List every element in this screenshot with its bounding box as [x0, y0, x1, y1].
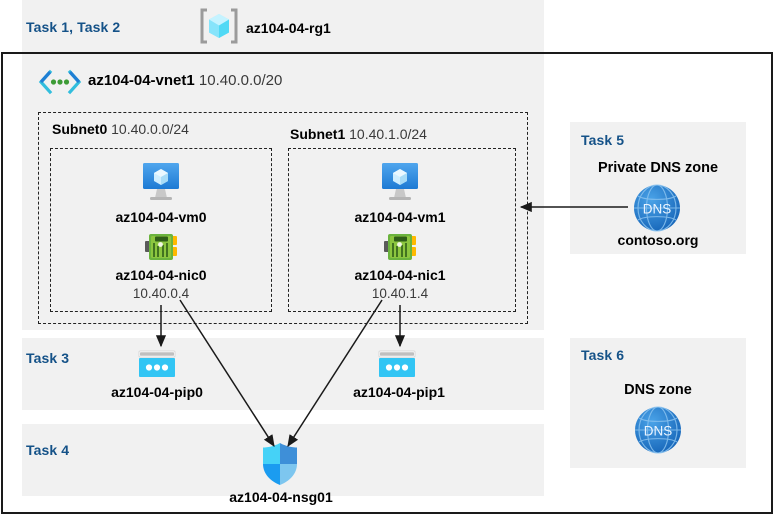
vm0-name: az104-04-vm0: [115, 209, 207, 225]
resource-group-icon: [200, 8, 238, 44]
task3-panel: [22, 338, 544, 410]
resource-group-name: az104-04-rg1: [246, 20, 331, 36]
vnet-heading: az104-04-vnet1 10.40.0.0/20: [88, 72, 282, 89]
network-interface-icon: [382, 232, 418, 264]
network-interface-icon: [143, 232, 179, 264]
nsg-name: az104-04-nsg01: [229, 489, 333, 505]
virtual-network-icon: [38, 69, 82, 95]
network-security-group-icon: [261, 442, 299, 486]
subnet1-box: [288, 148, 516, 312]
nic1-ip: 10.40.1.4: [371, 286, 429, 301]
pip1-name: az104-04-pip1: [353, 384, 445, 400]
nic0-ip: 10.40.0.4: [132, 286, 190, 301]
dns-icon-text: DNS: [643, 202, 672, 217]
virtual-machine-icon: [376, 160, 424, 204]
subnets-container: [38, 112, 528, 324]
vnet-address-space: 10.40.0.0/20: [198, 72, 283, 89]
task-label-task6: Task 6: [581, 347, 625, 363]
vnet-panel: [22, 54, 544, 330]
task-label-task3: Task 3: [26, 350, 70, 366]
dns-icon-text: DNS: [644, 424, 673, 439]
task-label-task5: Task 5: [581, 132, 625, 148]
subnet1-cidr: 10.40.1.0/24: [349, 126, 427, 142]
resource-group-band: [22, 0, 544, 52]
private-dns-zone-name: contoso.org: [617, 232, 699, 248]
public-ip-icon: [376, 350, 418, 380]
nic1-name: az104-04-nic1: [354, 267, 446, 283]
task-label-task1-task2: Task 1, Task 2: [26, 19, 121, 35]
dns-zone-icon: DNS: [631, 182, 683, 234]
dns-zone-heading: DNS zone: [624, 382, 692, 398]
vnet-name: az104-04-vnet1: [88, 72, 195, 89]
private-dns-zone-heading: Private DNS zone: [597, 160, 719, 176]
task-label-task4: Task 4: [26, 442, 70, 458]
public-ip-icon: [136, 350, 178, 380]
subnet0-name: Subnet0: [52, 121, 108, 137]
virtual-machine-icon: [137, 160, 185, 204]
subnet0-cidr: 10.40.0.0/24: [111, 121, 189, 137]
nic0-name: az104-04-nic0: [115, 267, 207, 283]
diagram-outer-border: [1, 52, 773, 514]
subnet1-heading: Subnet1 10.40.1.0/24: [290, 126, 427, 142]
pip0-name: az104-04-pip0: [111, 384, 203, 400]
dns-zone-icon: DNS: [632, 404, 684, 456]
vm1-name: az104-04-vm1: [354, 209, 446, 225]
subnet0-heading: Subnet0 10.40.0.0/24: [52, 121, 189, 137]
subnet1-name: Subnet1: [290, 126, 346, 142]
